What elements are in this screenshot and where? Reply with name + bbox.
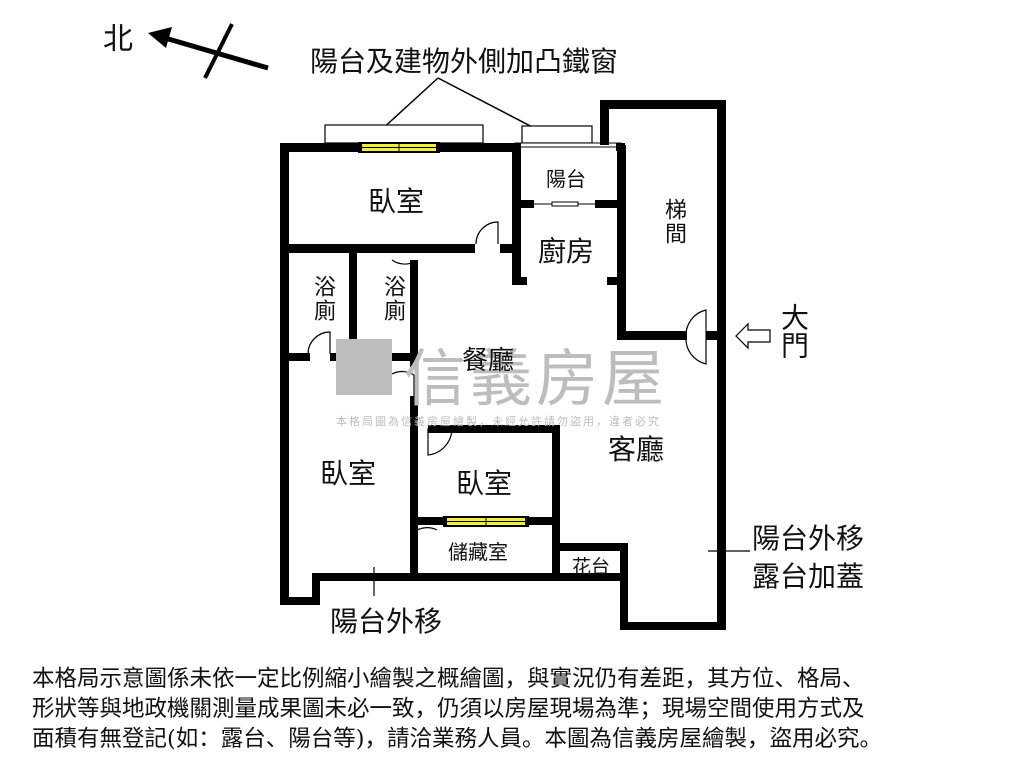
room-bedroom-left: 臥室 (320, 457, 377, 490)
north-arrow-icon (148, 23, 269, 79)
compass-label: 北 (103, 22, 133, 57)
room-dining: 餐廳 (462, 346, 515, 376)
disclaimer-line-1: 本格局示意圖係未依一定比例縮小繪製之概繪圖，與實況仍有差距，其方位、格局、 (32, 666, 865, 692)
room-bedroom-mid: 臥室 (456, 467, 513, 500)
watermark-notice: 本格局圖為信義房屋繪製，未經允許請勿盜用，違者必究 (336, 415, 661, 428)
watermark-brand: 信義房屋 (404, 342, 669, 415)
annotation-right-2: 露台加蓋 (752, 560, 865, 593)
room-bath-1: 浴廁 (310, 275, 335, 323)
annotation-right-1: 陽台外移 (752, 522, 865, 555)
window (358, 142, 440, 153)
room-bedroom-top: 臥室 (368, 185, 425, 218)
room-stairwell: 梯間 (661, 198, 686, 246)
entrance-label: 大門 (777, 303, 810, 359)
entrance-arrow-icon (735, 322, 771, 350)
disclaimer-line-2: 形狀等與地政機關測量成果圖未必一致，仍須以房屋現場為準；現場空間使用方式及 (32, 696, 865, 722)
room-planter: 花台 (572, 556, 611, 578)
window (443, 516, 529, 527)
disclaimer-line-3: 面積有無登記(如：露台、陽台等)，請洽業務人員。本圖為信義房屋繪製，盜用必究。 (32, 726, 883, 752)
room-living: 客廳 (608, 433, 665, 466)
room-storage: 儲藏室 (448, 540, 508, 564)
room-balcony: 陽台 (546, 167, 586, 191)
disclaimer: 本格局示意圖係未依一定比例縮小繪製之概繪圖，與實況仍有差距，其方位、格局、 形狀… (32, 664, 1002, 754)
door-swing (307, 221, 707, 555)
room-bath-2: 浴廁 (380, 275, 405, 323)
room-kitchen: 廚房 (538, 235, 595, 268)
top-annotation: 陽台及建物外側加凸鐵窗 (310, 45, 619, 78)
watermark-logo (336, 339, 392, 395)
annotation-bottom-left: 陽台外移 (330, 605, 443, 638)
